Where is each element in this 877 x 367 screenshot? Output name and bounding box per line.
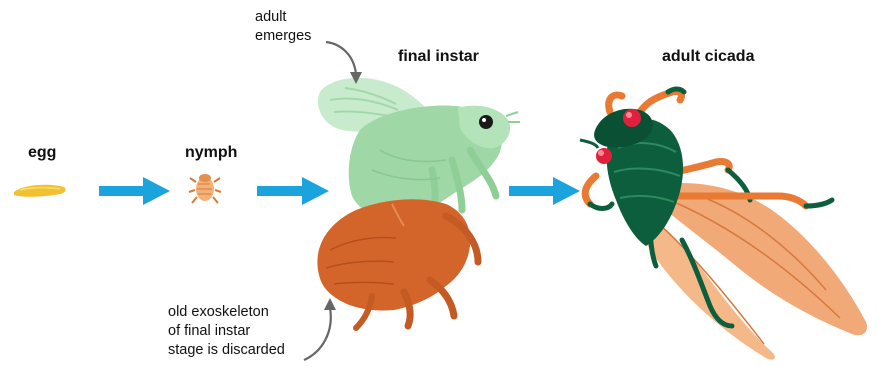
annotation-line: emerges xyxy=(255,27,311,46)
annotation-line: stage is discarded xyxy=(168,341,285,360)
annotation-line: of final instar xyxy=(168,322,285,341)
arrow-right-icon xyxy=(99,177,170,205)
adult-cicada-icon xyxy=(580,89,867,360)
annotation-line: old exoskeleton xyxy=(168,303,285,322)
arrow-right-icon xyxy=(257,177,329,205)
annotation-adult-emerges: adult emerges xyxy=(255,8,311,46)
annotation-line: adult xyxy=(255,8,311,27)
stage-label-nymph: nymph xyxy=(185,144,237,162)
nymph-icon xyxy=(189,174,221,203)
emerging-adult-icon xyxy=(318,78,520,218)
egg-icon xyxy=(14,185,66,197)
arrow-right-icon xyxy=(509,177,580,205)
stage-label-egg: egg xyxy=(28,144,56,162)
stage-label-adult-cicada: adult cicada xyxy=(662,48,754,66)
curved-pointer-icon xyxy=(326,42,362,84)
annotation-exoskeleton: old exoskeleton of final instar stage is… xyxy=(168,303,285,360)
curved-pointer-icon xyxy=(304,298,336,360)
stage-label-final-instar: final instar xyxy=(398,48,479,66)
exoskeleton-icon xyxy=(317,199,478,328)
